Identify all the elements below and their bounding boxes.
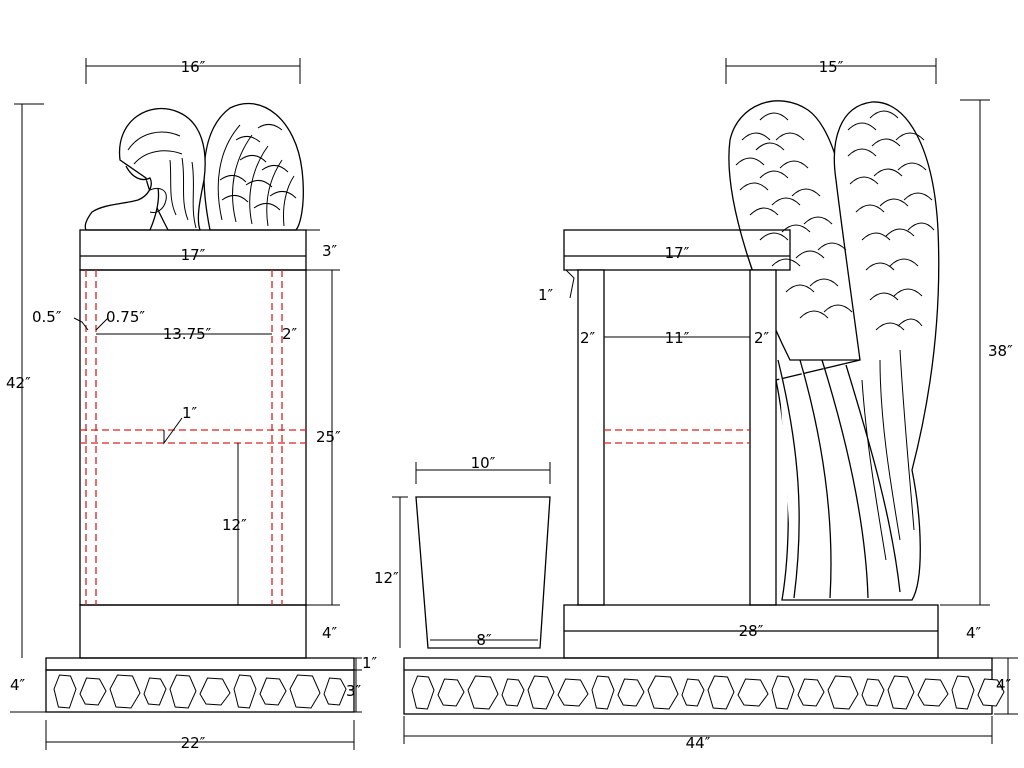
left-total-width-label: 22″: [181, 734, 206, 752]
left-cap-width-label: 17″: [181, 246, 206, 264]
right-post-right-label: 2″: [754, 329, 770, 347]
left-hidden-lines: [80, 270, 306, 605]
left-overall-height-label: 42″: [6, 374, 31, 392]
left-plinth-height-label: 3″: [346, 682, 362, 700]
left-top-width-label: 16″: [181, 58, 206, 76]
right-base-width-label: 28″: [739, 622, 764, 640]
rough-stone-icon: [53, 674, 347, 709]
left-plinth-top-label: 1″: [362, 654, 378, 672]
left-lower-height-label: 12″: [222, 516, 247, 534]
right-total-width-label: 44″: [686, 734, 711, 752]
right-hidden-lines: [604, 429, 750, 444]
kneeling-angel-icon: [84, 102, 304, 231]
left-plinth: [45, 657, 355, 671]
vase-view: 10″ 12″ 8″: [374, 454, 551, 649]
vase-top-width-label: 10″: [471, 454, 496, 472]
right-cap-width-label: 17″: [665, 244, 690, 262]
left-post-label: 2″: [282, 325, 298, 343]
right-post-right: [749, 269, 777, 606]
vase: [415, 496, 551, 649]
rough-stone-icon: [411, 675, 1005, 710]
left-ground: [45, 669, 355, 713]
right-inner-width-label: 11″: [665, 329, 690, 347]
right-view: 15″ 17″ 1″ 2″ 11″ 2″ 38″ 4″ 28″ 4″ 44″: [403, 58, 1018, 752]
left-inset-label: 0.75″: [106, 308, 145, 326]
right-post-left-label: 2″: [580, 329, 596, 347]
vase-bottom-width-label: 8″: [476, 631, 492, 649]
left-body-height-label: 25″: [316, 428, 341, 446]
right-cap: [563, 229, 791, 271]
right-post-left: [577, 269, 605, 606]
left-ground-height-label: 4″: [10, 676, 26, 694]
right-top-width-label: 15″: [819, 58, 844, 76]
right-base-height-label: 4″: [966, 624, 982, 642]
right-ground-height-label: 4″: [996, 676, 1012, 694]
left-inner-width-label: 13.75″: [163, 325, 212, 343]
vase-height-label: 12″: [374, 569, 399, 587]
right-overall-height-label: 38″: [988, 342, 1013, 360]
left-base-block: [79, 604, 307, 659]
left-cap-height-label: 3″: [322, 242, 338, 260]
left-view: 16″ 17″ 42″ 3″ 25″ 4″ 0.5″ 0.75″ 13.75″ …: [6, 58, 378, 752]
right-cap-lip-label: 1″: [538, 286, 554, 304]
left-edge-label: 0.5″: [32, 308, 62, 326]
left-shelf-label: 1″: [182, 404, 198, 422]
left-base-height-label: 4″: [322, 624, 338, 642]
